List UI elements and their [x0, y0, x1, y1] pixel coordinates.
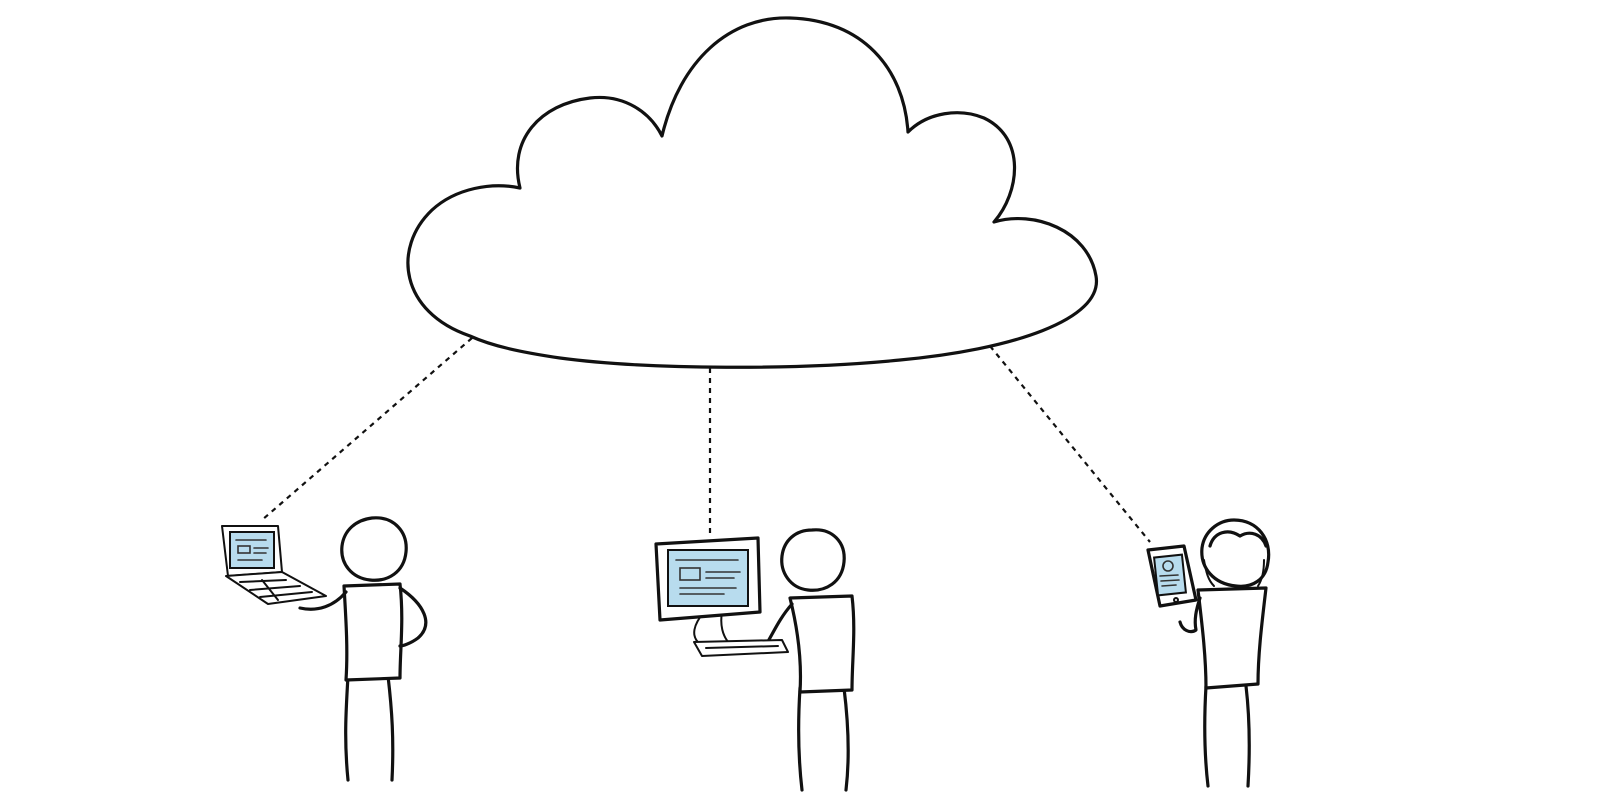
person-head — [1200, 518, 1271, 588]
laptop-screen — [229, 531, 275, 569]
person-with-tablet — [1146, 518, 1271, 788]
person-with-laptop — [221, 516, 428, 782]
person-hair — [1203, 559, 1265, 587]
link-cloud-to-tablet — [989, 345, 1151, 543]
person-hair — [1208, 530, 1268, 548]
person-arm — [298, 590, 348, 611]
person-head — [340, 516, 408, 582]
link-cloud-to-laptop — [261, 337, 473, 521]
person-arm — [398, 586, 428, 648]
person-torso — [342, 582, 404, 682]
person-head — [780, 528, 846, 592]
person-legs — [344, 674, 395, 782]
person-torso — [788, 594, 856, 694]
person-legs — [797, 686, 850, 792]
cloud-icon — [406, 16, 1098, 369]
person-torso — [1196, 586, 1268, 690]
person-with-desktop — [654, 528, 856, 792]
person-legs — [1203, 684, 1251, 788]
person-arm — [1178, 596, 1202, 634]
